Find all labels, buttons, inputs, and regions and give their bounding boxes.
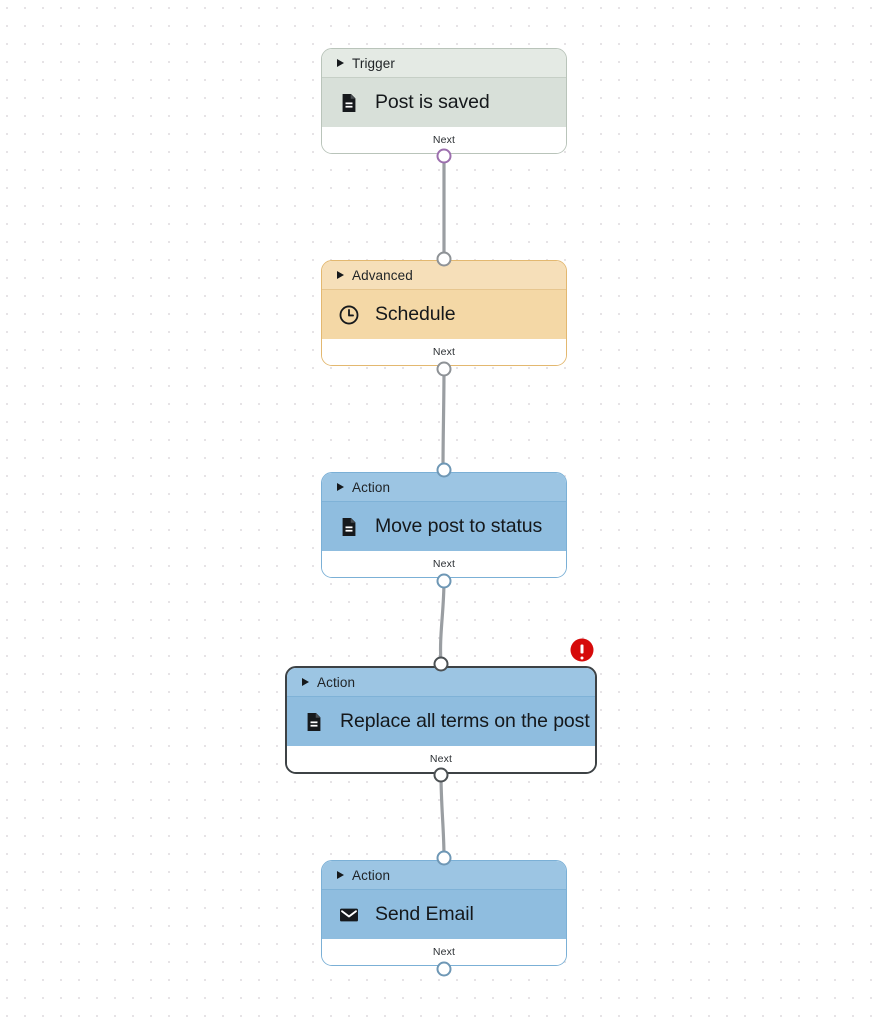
port-in-action-move-post[interactable] xyxy=(436,462,452,478)
error-badge[interactable] xyxy=(570,638,594,662)
node-type-label: Trigger xyxy=(352,55,395,71)
node-type-label: Action xyxy=(352,479,391,495)
collapse-caret-icon[interactable] xyxy=(337,483,344,491)
node-footer-label: Next xyxy=(432,558,456,570)
collapse-caret-icon[interactable] xyxy=(337,59,344,67)
workflow-node-action-move-post[interactable]: Action Move post to status Next xyxy=(321,472,567,578)
node-title: Post is saved xyxy=(375,91,490,113)
node-header[interactable]: Trigger xyxy=(322,49,566,78)
node-type-label: Action xyxy=(352,867,391,883)
node-type-label: Advanced xyxy=(352,267,413,283)
port-out-action-move-post[interactable] xyxy=(436,573,452,589)
document-icon xyxy=(307,712,321,731)
workflow-node-action-send-email[interactable]: Action Send Email Next xyxy=(321,860,567,966)
edge-advanced-to-action-move xyxy=(441,366,446,472)
port-out-action-send-email[interactable] xyxy=(436,961,452,977)
port-out-trigger[interactable] xyxy=(436,148,452,164)
workflow-node-trigger[interactable]: Trigger Post is saved Next xyxy=(321,48,567,154)
port-in-advanced[interactable] xyxy=(436,251,452,267)
node-footer-label: Next xyxy=(432,946,456,958)
node-title: Send Email xyxy=(375,903,474,925)
document-icon xyxy=(342,517,356,536)
node-title: Replace all terms on the post xyxy=(340,710,590,732)
node-header[interactable]: Action xyxy=(322,861,566,890)
node-type-label: Action xyxy=(317,674,356,690)
node-title: Move post to status xyxy=(375,515,543,537)
node-footer-next[interactable]: Next xyxy=(322,551,566,577)
workflow-node-advanced[interactable]: Advanced Schedule Next xyxy=(321,260,567,366)
port-out-advanced[interactable] xyxy=(436,361,452,377)
node-body[interactable]: Replace all terms on the post xyxy=(287,697,595,746)
node-footer-next[interactable]: Next xyxy=(322,339,566,365)
node-footer-next[interactable]: Next xyxy=(287,746,595,772)
edge-action-move-to-replace xyxy=(438,578,446,665)
collapse-caret-icon[interactable] xyxy=(302,678,309,686)
node-body[interactable]: Post is saved xyxy=(322,78,566,127)
clock-icon xyxy=(339,305,359,324)
exclamation-icon xyxy=(580,644,585,660)
port-in-action-replace-terms[interactable] xyxy=(433,656,449,672)
edge-replace-to-send-email xyxy=(439,772,446,859)
node-title: Schedule xyxy=(375,303,456,325)
collapse-caret-icon[interactable] xyxy=(337,271,344,279)
workflow-node-action-replace-terms[interactable]: Action Replace all terms on the post Nex… xyxy=(285,666,597,774)
node-body[interactable]: Move post to status xyxy=(322,502,566,551)
node-header[interactable]: Action xyxy=(322,473,566,502)
node-footer-label: Next xyxy=(432,346,456,358)
port-out-action-replace-terms[interactable] xyxy=(433,767,449,783)
node-footer-next[interactable]: Next xyxy=(322,939,566,965)
document-icon xyxy=(342,93,356,112)
node-header[interactable]: Action xyxy=(287,668,595,697)
node-body[interactable]: Schedule xyxy=(322,290,566,339)
node-footer-label: Next xyxy=(429,753,453,765)
port-in-action-send-email[interactable] xyxy=(436,850,452,866)
node-body[interactable]: Send Email xyxy=(322,890,566,939)
collapse-caret-icon[interactable] xyxy=(337,871,344,879)
envelope-icon xyxy=(340,908,358,921)
node-footer-label: Next xyxy=(432,134,456,146)
